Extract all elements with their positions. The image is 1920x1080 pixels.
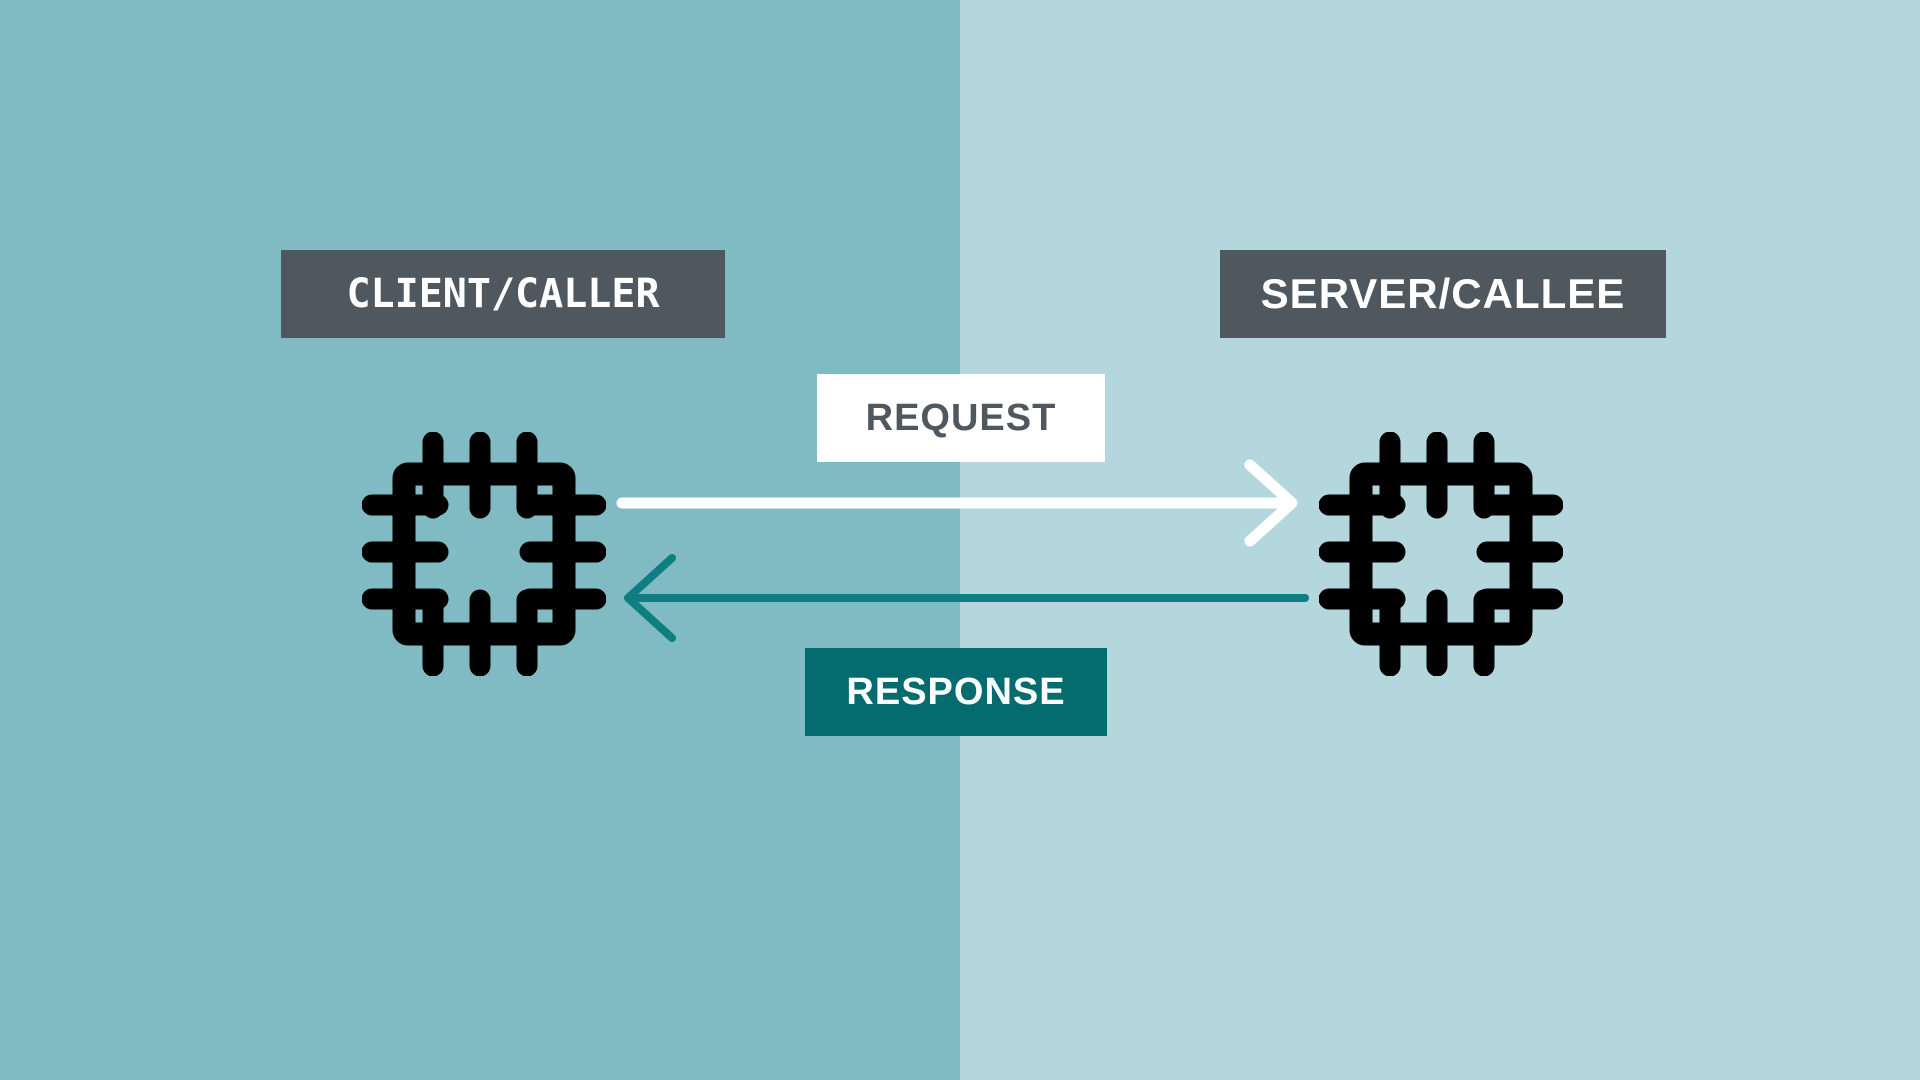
background-panel-client-side — [0, 0, 960, 1080]
request-message-label: REQUEST — [817, 374, 1105, 462]
client-role-label: CLIENT/CALLER — [281, 250, 725, 338]
server-role-label: SERVER/CALLEE — [1220, 250, 1666, 338]
response-message-label: RESPONSE — [805, 648, 1107, 736]
background-panel-server-side — [960, 0, 1920, 1080]
cpu-chip-icon-server — [1319, 432, 1563, 676]
cpu-chip-icon-client — [362, 432, 606, 676]
